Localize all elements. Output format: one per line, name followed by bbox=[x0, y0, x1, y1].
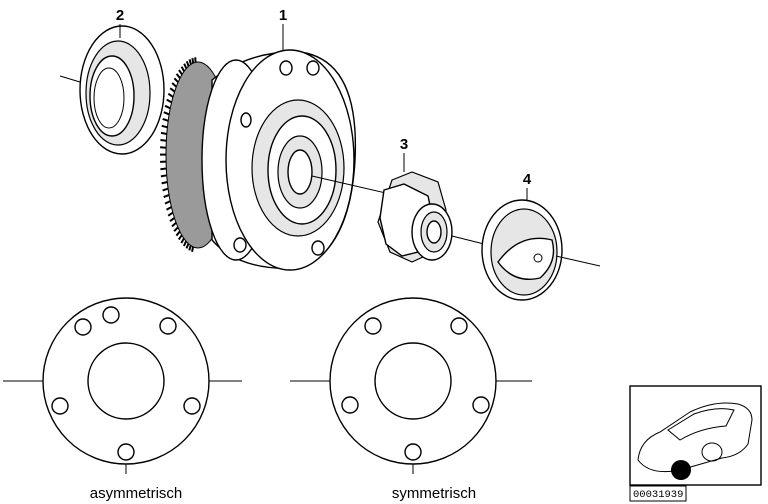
wheel-hub-part[interactable] bbox=[160, 49, 357, 271]
caption-asymmetric: asymmetrisch bbox=[90, 485, 183, 502]
reference-number-box bbox=[629, 485, 687, 502]
car-window-icon bbox=[667, 408, 735, 441]
callout-3: 3 bbox=[400, 136, 408, 153]
callout-4: 4 bbox=[523, 171, 532, 188]
asymmetric-flange-diagram bbox=[3, 297, 242, 474]
grease-cap-part[interactable] bbox=[481, 199, 563, 301]
highlighted-wheel-icon bbox=[671, 460, 691, 480]
caption-symmetric: symmetrisch bbox=[392, 485, 476, 502]
car-rear-wheel-icon bbox=[701, 442, 723, 462]
seal-ring-part[interactable] bbox=[59, 25, 165, 155]
collar-nut-part[interactable] bbox=[377, 171, 453, 263]
callout-2: 2 bbox=[116, 7, 124, 24]
callout-1: 1 bbox=[279, 7, 287, 24]
vehicle-location-thumbnail[interactable] bbox=[629, 385, 762, 486]
sensor-ring-teeth bbox=[160, 57, 197, 252]
symmetric-flange-diagram bbox=[290, 297, 532, 474]
axis-line-hub bbox=[311, 175, 391, 195]
reference-number: 00031939 bbox=[633, 489, 683, 501]
axis-line-cap bbox=[555, 255, 601, 267]
